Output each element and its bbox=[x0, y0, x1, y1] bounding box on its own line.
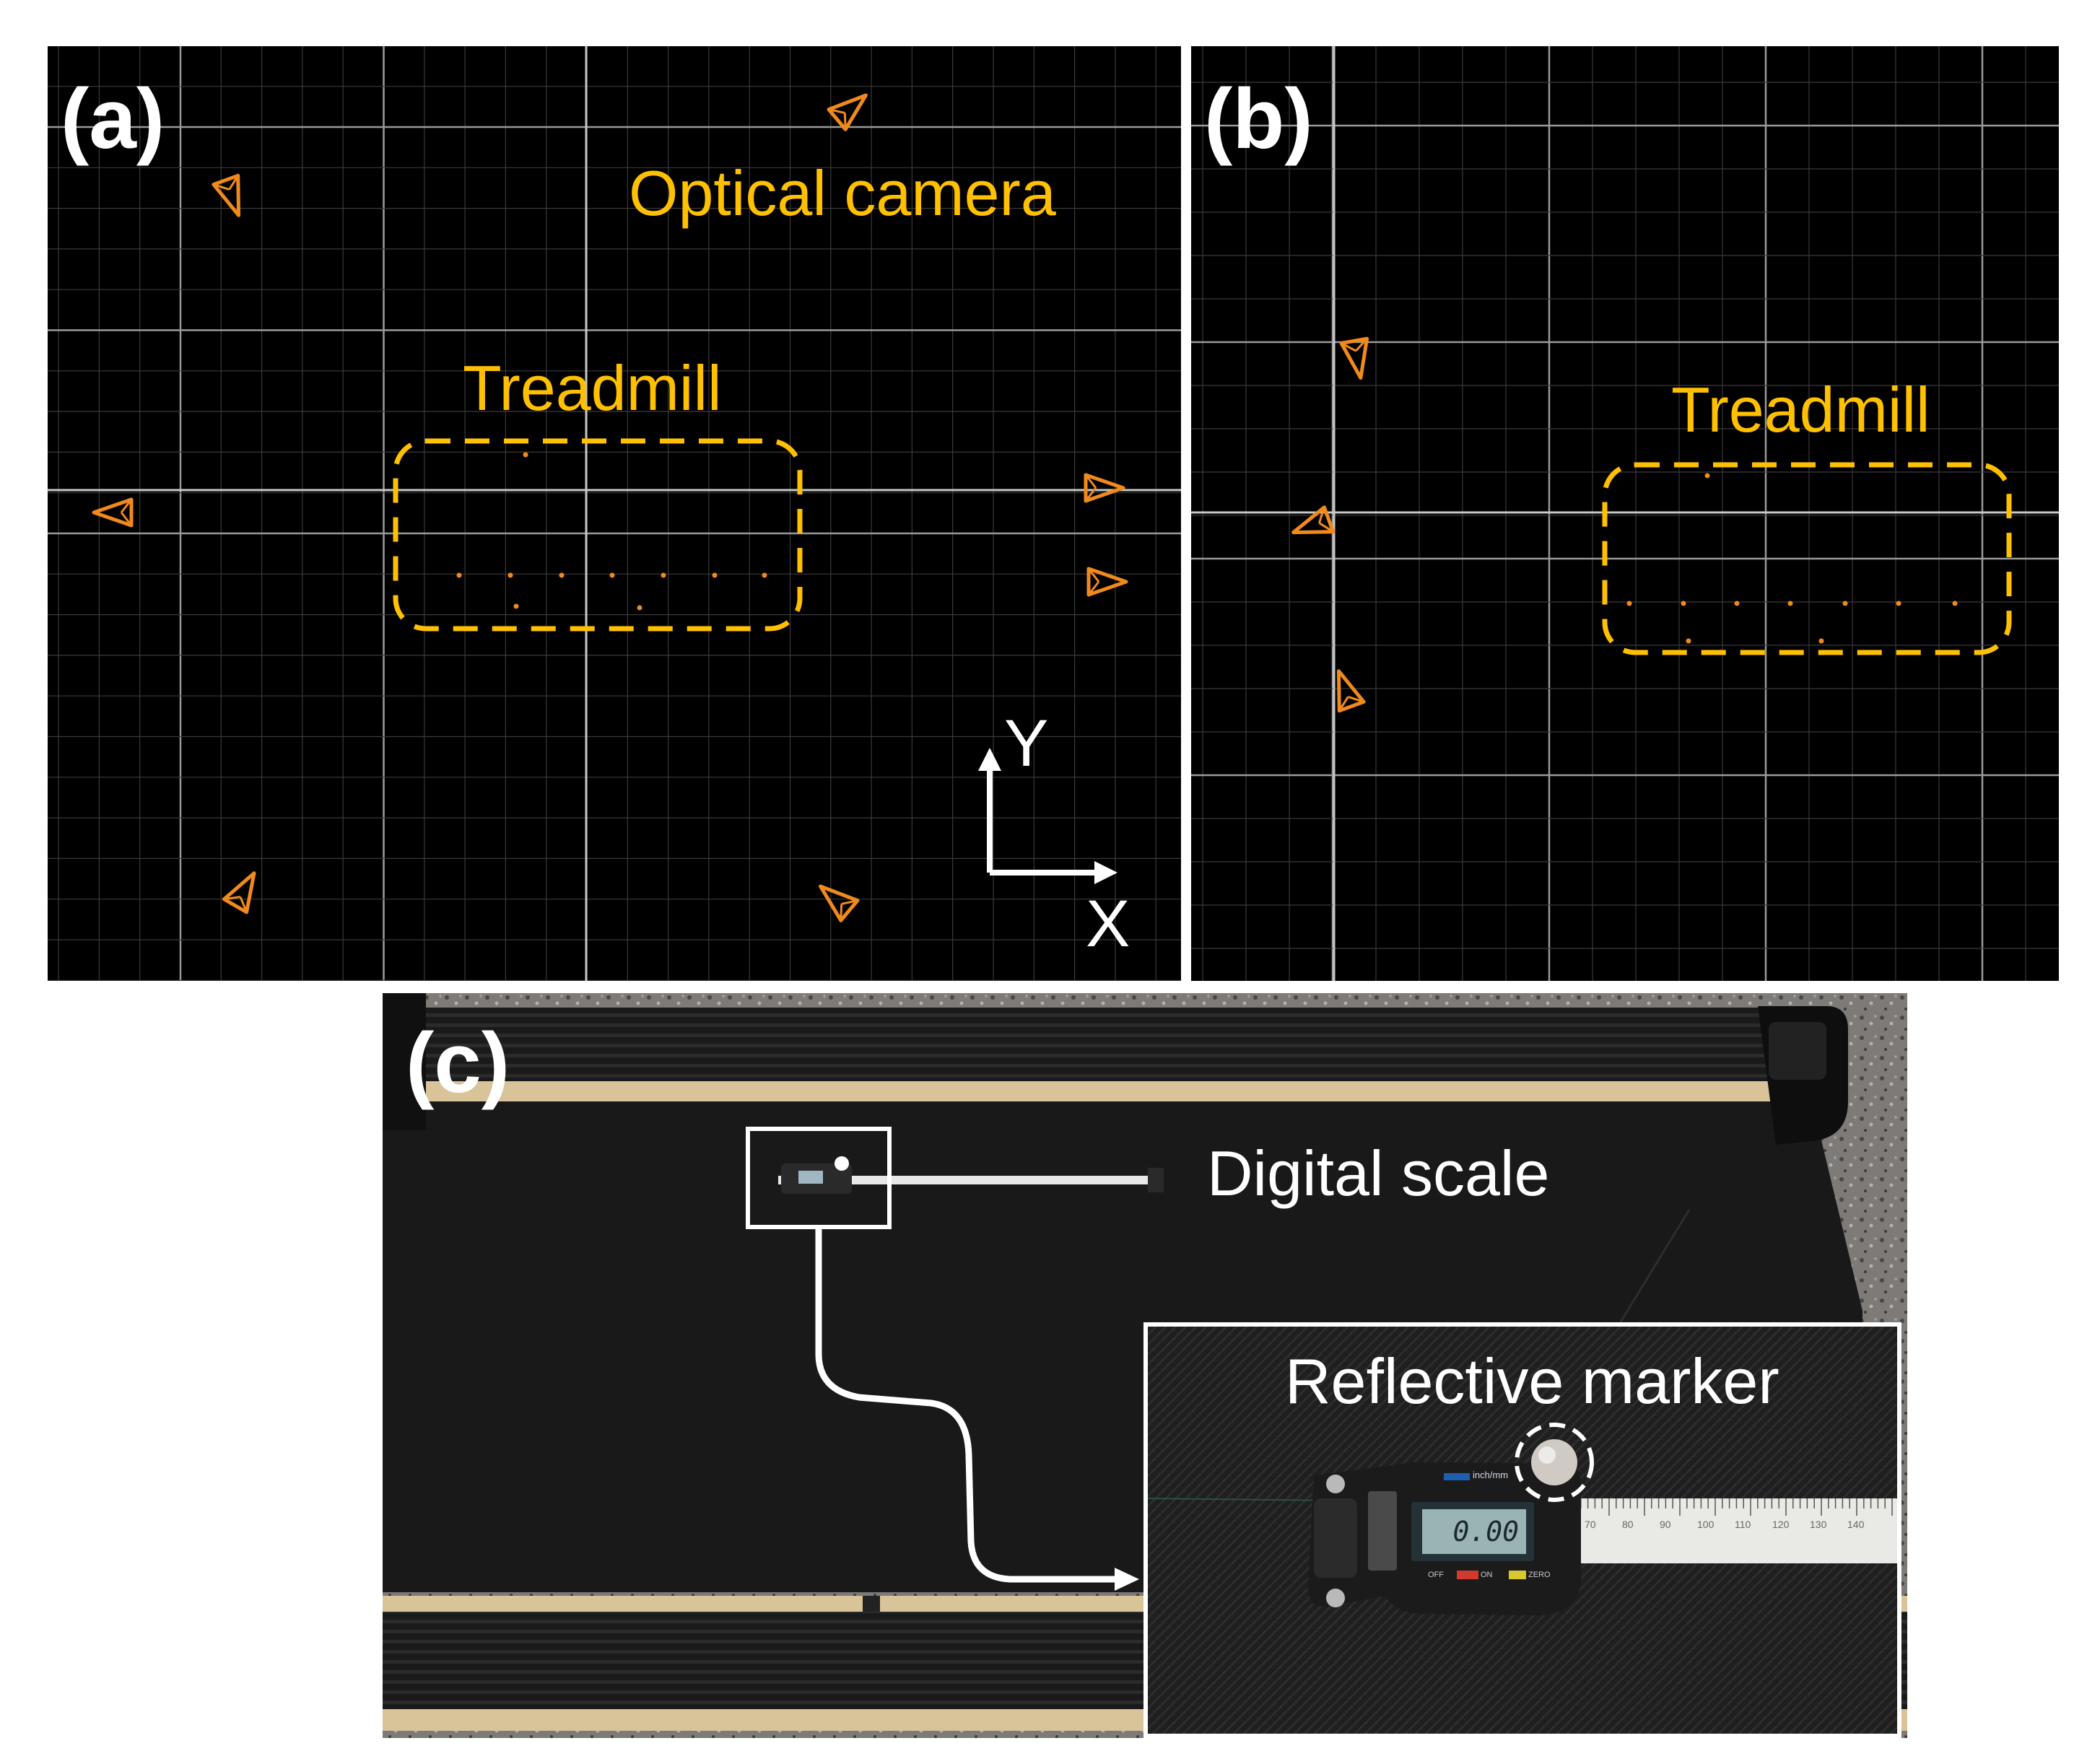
panel-b-label: (b) bbox=[1204, 71, 1313, 167]
marker-dot bbox=[1686, 638, 1691, 644]
camera-icon bbox=[827, 93, 868, 131]
caliper-jaw bbox=[1314, 1498, 1357, 1578]
camera-icon bbox=[1291, 505, 1336, 535]
marker-dot bbox=[1787, 601, 1793, 606]
belt-seam bbox=[863, 1596, 880, 1612]
caliper-screw-bottom bbox=[1326, 1589, 1345, 1607]
marker-dot bbox=[661, 572, 666, 578]
marker-dot bbox=[1704, 473, 1710, 479]
marker-dot bbox=[1952, 601, 1958, 606]
on-button bbox=[1457, 1571, 1478, 1579]
zero-button bbox=[1509, 1571, 1526, 1579]
marker-dot bbox=[523, 452, 528, 458]
ruler-tick-label: 130 bbox=[1810, 1519, 1827, 1530]
axis-y-label: Y bbox=[1004, 707, 1049, 780]
marker-dot bbox=[1681, 601, 1686, 606]
marker-dot bbox=[1626, 601, 1632, 606]
camera-icon bbox=[92, 497, 134, 528]
marker-dot bbox=[1818, 638, 1824, 644]
panel-b-grid bbox=[1191, 46, 2059, 981]
zero-button-label: ZERO bbox=[1528, 1571, 1551, 1579]
marker-dot bbox=[762, 572, 767, 578]
marker-dot bbox=[712, 572, 718, 578]
camera-icon bbox=[1339, 336, 1369, 380]
end-cap-panel bbox=[1769, 1022, 1826, 1080]
marker-dot bbox=[559, 572, 565, 578]
ruler-tick-label: 110 bbox=[1735, 1519, 1751, 1530]
panel-a-label: (a) bbox=[61, 71, 165, 167]
marker-dashed-circle bbox=[1515, 1423, 1594, 1502]
panel-a-canvas bbox=[48, 46, 1181, 981]
unit-button-label: inch/mm bbox=[1473, 1470, 1509, 1480]
panel-b-motion-capture-view: (b) Treadmill bbox=[1191, 46, 2059, 981]
panel-a-axes bbox=[987, 763, 1102, 876]
top-rail bbox=[383, 1008, 1790, 1081]
reflective-marker-label: Reflective marker bbox=[1285, 1345, 1779, 1417]
belt-crease bbox=[1608, 1209, 1691, 1340]
panel-b-marker-dots bbox=[1626, 473, 1958, 644]
ruler-tick-label: 70 bbox=[1585, 1519, 1596, 1530]
zoom-inset bbox=[1143, 1322, 1901, 1738]
panel-b-treadmill-label: Treadmill bbox=[1671, 374, 1930, 445]
panel-b-canvas bbox=[1191, 46, 2059, 981]
caliper-screw-top bbox=[1326, 1475, 1345, 1493]
scale-ruler-small bbox=[778, 1176, 1158, 1184]
ruler-tick-label: 140 bbox=[1847, 1519, 1865, 1530]
scale-end-small bbox=[1148, 1168, 1164, 1192]
off-button-label: OFF bbox=[1428, 1571, 1444, 1579]
marker-dot bbox=[456, 572, 462, 578]
panel-a-marker-dots bbox=[456, 452, 767, 611]
marker-dot bbox=[507, 572, 513, 578]
zoom-arrowhead-icon bbox=[1115, 1568, 1139, 1591]
top-rail-trim bbox=[383, 1081, 1790, 1101]
marker-dot bbox=[1842, 601, 1848, 606]
panel-b-cameras bbox=[1291, 336, 1369, 713]
camera-icon bbox=[1336, 669, 1366, 713]
panel-c-treadmill-photo: (c) Digital scale Reflective marker 0.00… bbox=[383, 993, 1907, 1738]
ruler-tick-label: 80 bbox=[1622, 1519, 1634, 1530]
panel-a-treadmill-label: Treadmill bbox=[463, 352, 722, 424]
panel-a-cameras bbox=[92, 93, 1128, 922]
camera-icon bbox=[1086, 567, 1128, 597]
x-arrowhead-icon bbox=[1094, 861, 1117, 884]
marker-dot bbox=[1896, 601, 1901, 606]
caliper-clip bbox=[1368, 1491, 1397, 1571]
on-button-label: ON bbox=[1481, 1571, 1493, 1579]
caliper-display bbox=[1422, 1509, 1526, 1554]
marker-dot bbox=[609, 572, 615, 578]
reflective-marker-highlight bbox=[1538, 1446, 1556, 1464]
ruler-tick-label: 90 bbox=[1660, 1519, 1671, 1530]
marker-dot bbox=[513, 603, 519, 609]
ruler-tick-label: 120 bbox=[1772, 1519, 1790, 1530]
y-arrowhead-icon bbox=[978, 748, 1001, 771]
panel-b-treadmill-box bbox=[1602, 462, 2012, 655]
axis-x-label: X bbox=[1086, 887, 1130, 961]
unit-button bbox=[1444, 1473, 1470, 1480]
camera-icon bbox=[222, 871, 256, 914]
optical-camera-label: Optical camera bbox=[629, 157, 1056, 229]
reflective-marker-small bbox=[835, 1156, 849, 1171]
left-end-cap bbox=[383, 993, 426, 1130]
caliper-ruler bbox=[1567, 1498, 1897, 1563]
digital-scale-label: Digital scale bbox=[1207, 1138, 1550, 1209]
camera-icon bbox=[1084, 473, 1125, 503]
marker-dot bbox=[637, 605, 642, 611]
panel-a-treadmill-box bbox=[393, 438, 803, 632]
reflective-marker bbox=[1531, 1439, 1577, 1485]
caliper-reading: 0.00 bbox=[1452, 1516, 1519, 1547]
marker-dot bbox=[1734, 601, 1740, 606]
zoom-connector-line bbox=[815, 1227, 1119, 1583]
panel-c-label: (c) bbox=[406, 1016, 510, 1111]
panel-c-canvas bbox=[383, 993, 1907, 1738]
camera-icon bbox=[212, 173, 241, 217]
ruler-tick-label: 100 bbox=[1697, 1519, 1715, 1530]
scale-display-small bbox=[798, 1171, 823, 1184]
camera-icon bbox=[819, 884, 860, 922]
panel-a-motion-capture-top-view: (a) Optical camera Treadmill Y X bbox=[48, 46, 1181, 981]
